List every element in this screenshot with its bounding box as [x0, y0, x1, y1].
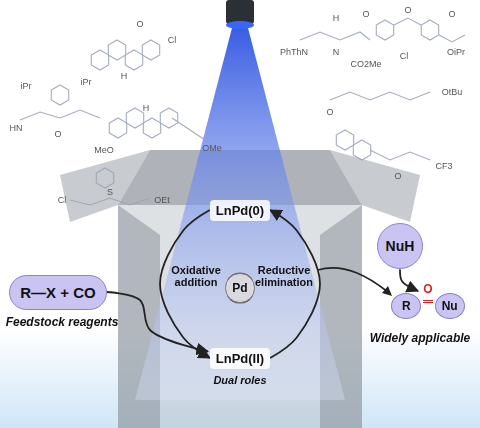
step-label: Oxidative addition — [165, 264, 227, 288]
atom-label: iPr — [21, 81, 32, 91]
node-text: LnPd(0) — [216, 203, 264, 218]
atom-label: iPr — [81, 77, 92, 87]
step-label: Reductive elimination — [251, 264, 317, 288]
product-part: Nu — [435, 293, 465, 319]
atom-label: MeO — [94, 145, 114, 155]
catalyst-state: LnPd(II) — [210, 348, 270, 369]
atom-label: CO2Me — [350, 59, 381, 69]
atom-label: O — [448, 9, 455, 19]
product-group: RONu — [391, 293, 464, 319]
atom-label: PhThN — [280, 47, 308, 57]
atom-label: O — [54, 129, 61, 139]
node-text: LnPd(II) — [216, 351, 264, 366]
caption-label: Feedstock reagents — [6, 315, 119, 329]
molecule-sketches — [20, 18, 465, 205]
caption-label: Widely applicable — [370, 331, 471, 345]
atom-label: OiPr — [447, 47, 465, 57]
atom-label: O — [136, 19, 143, 29]
atom-label: Cl — [400, 51, 409, 61]
atom-label: OtBu — [442, 87, 463, 97]
atom-label: CF3 — [435, 161, 452, 171]
nucleophile-circle: NuH — [377, 223, 424, 270]
product-release-arrow — [318, 268, 388, 292]
pd-center: Pd — [225, 273, 254, 302]
atom-label: O — [394, 171, 401, 181]
atom-label: Cl — [168, 35, 177, 45]
atom-label: O — [326, 107, 333, 117]
node-text: R—X + CO — [20, 284, 95, 301]
product-part: R — [391, 293, 421, 319]
reagent-pill: R—X + CO — [9, 275, 106, 310]
atom-label: N — [333, 47, 340, 57]
atom-label: OEt — [154, 195, 170, 205]
reaction-arrow — [107, 292, 208, 352]
product-part: O — [423, 282, 432, 303]
atom-label: O — [404, 5, 411, 15]
atom-label: Cl — [58, 195, 67, 205]
light-beam — [135, 28, 345, 400]
node-text: NuH — [386, 238, 415, 254]
arrow-head — [382, 286, 392, 296]
lamp — [226, 0, 254, 24]
atom-label: O — [362, 9, 369, 19]
catalyst-state: LnPd(0) — [210, 200, 270, 221]
caption-label: Dual roles — [213, 374, 266, 386]
node-text: Pd — [232, 281, 247, 295]
atom-label: H — [143, 103, 150, 113]
atom-label: H — [121, 71, 128, 81]
atom-label: S — [107, 187, 113, 197]
reaction-arrow — [400, 269, 418, 291]
atom-label: OMe — [202, 143, 222, 153]
atom-label: H — [333, 13, 340, 23]
lamp-light — [226, 21, 254, 29]
atom-label: HN — [10, 123, 23, 133]
